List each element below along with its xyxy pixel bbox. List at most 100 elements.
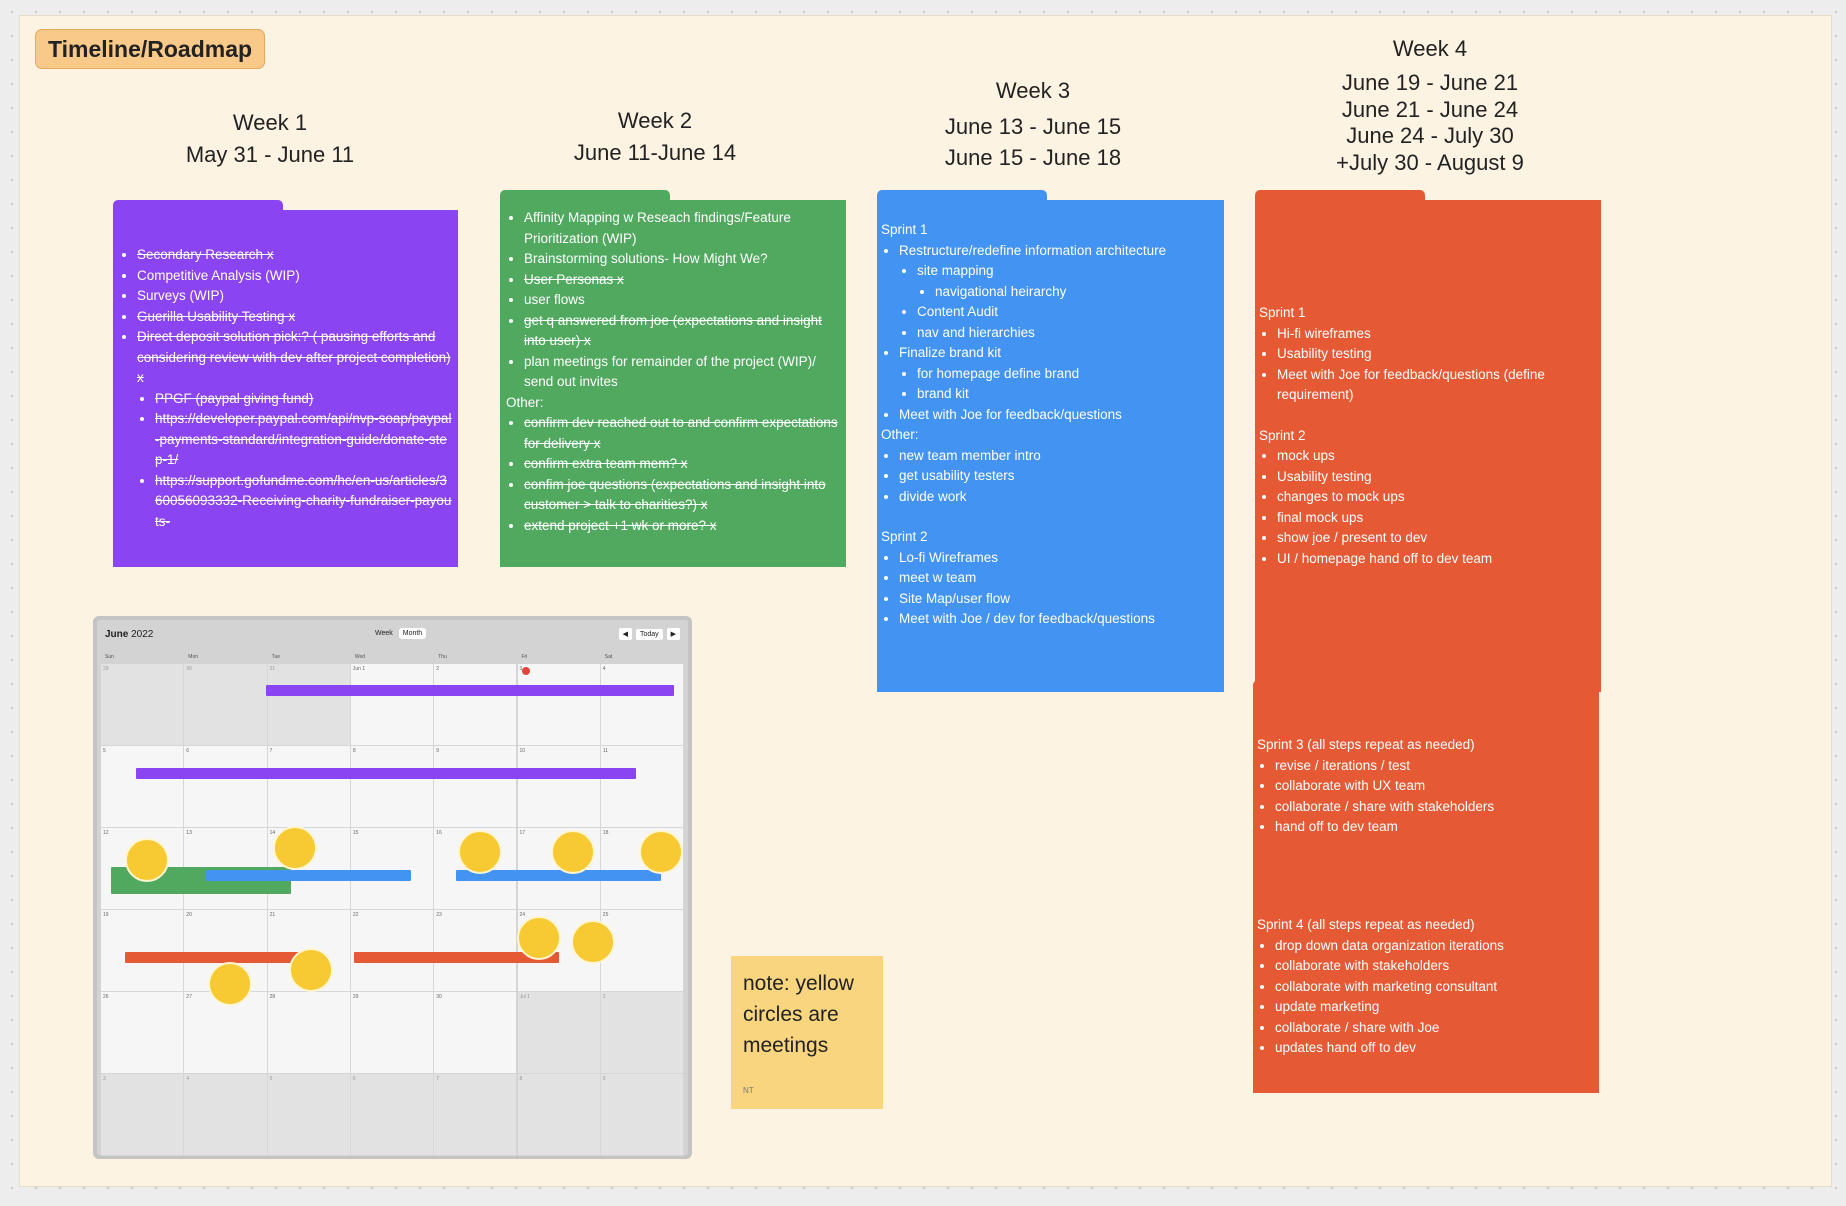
task-item: collaborate with UX team [1275,776,1595,797]
week-dates: June 13 - June 15 [944,114,1122,140]
next-arrow-icon[interactable]: ▶ [666,628,680,640]
calendar-event-bar[interactable] [136,768,636,779]
meeting-circle[interactable] [571,920,615,964]
task-item: Surveys (WIP) [137,286,452,307]
calendar-day-cell[interactable]: 10 [517,746,601,828]
task-item: Site Map/user flow [899,589,1220,610]
task-link[interactable]: https://developer.paypal.com/api/nvp-soa… [155,409,452,471]
meeting-circle[interactable] [125,838,169,882]
calendar-day-cell[interactable]: 29 [101,664,185,746]
task-item: Affinity Mapping w Reseach findings/Feat… [524,208,840,249]
calendar-event-bar[interactable] [354,952,559,963]
task-item: confim joe questions (expectations and i… [524,475,840,516]
calendar-day-cell[interactable]: 30 [184,664,268,746]
board-title[interactable]: Timeline/Roadmap [35,29,266,69]
task-text: Finalize brand kit [899,345,1002,360]
calendar-day-cell[interactable]: Jun 1 [350,664,435,746]
sprint-list: Hi-fi wireframes Usability testing Meet … [1259,324,1597,406]
today-marker-icon [521,667,530,675]
calendar-day-cell[interactable]: 5 [101,746,185,828]
calendar-day-cell[interactable]: 22 [350,910,435,992]
task-subitem: for homepage define brand [917,364,1220,385]
calendar-day-cell[interactable]: 9 [434,746,518,828]
calendar-day-cell[interactable]: 5 [267,1074,351,1156]
today-button[interactable]: Today [635,629,663,640]
meeting-circle[interactable] [273,826,317,870]
calendar-day-cell[interactable]: 25 [600,910,685,992]
calendar-day-cell[interactable]: 8 [517,1074,601,1156]
task-sublist: site mapping navigational heirarchy Cont… [899,261,1220,343]
week-1-task-card[interactable]: Secondary Research x Competitive Analysi… [113,200,458,567]
calendar-day-cell[interactable]: 30 [434,992,518,1074]
task-text: Restructure/redefine information archite… [899,242,1167,258]
task-item: Brainstorming solutions- How Might We? [524,249,840,270]
weekday-label: Thu [438,654,447,660]
calendar-day-cell[interactable]: 8 [350,746,435,828]
meeting-circle[interactable] [639,830,683,874]
calendar-day-cell[interactable]: 2 [434,664,518,746]
calendar-event-bar[interactable] [125,952,305,963]
task-item: Meet with Joe for feedback/questions (de… [1277,365,1597,406]
week-label: Week 3 [995,78,1071,103]
calendar-day-cell[interactable]: 11 [600,746,685,828]
calendar-day-cell[interactable]: 9 [600,1074,685,1156]
sprint-label: Sprint 1 [881,222,928,237]
task-item: divide work [899,487,1220,508]
prev-arrow-icon[interactable]: ◀ [618,628,633,640]
task-subitem: site mapping navigational heirarchy [917,261,1220,302]
calendar-day-cell[interactable]: 3 [101,1074,185,1156]
task-item: get usability testers [899,466,1220,487]
calendar-event-bar[interactable] [206,870,411,881]
calendar-day-cell[interactable]: 31 [267,664,351,746]
calendar-day-cell[interactable]: 2 [600,992,685,1074]
calendar-day-cell[interactable]: 3 [517,664,601,746]
meeting-circle[interactable] [289,948,333,992]
sticky-note[interactable]: note: yellow circles are meetings NT [731,956,883,1109]
canvas-board: Timeline/Roadmap Week 1 May 31 - June 11… [19,15,1832,1187]
task-item: Lo-fi Wireframes [899,548,1220,569]
other-list: new team member intro get usability test… [881,446,1220,508]
meeting-circle[interactable] [517,916,561,960]
view-week-button[interactable]: Week [375,630,393,637]
view-month-button[interactable]: Month [398,628,427,639]
task-item: Restructure/redefine information archite… [899,241,1220,344]
calendar-event-bar[interactable] [266,685,674,696]
weekday-label: Mon [188,654,199,660]
calendar-day-cell[interactable]: 19 [101,910,185,992]
calendar-day-cell[interactable]: 4 [600,664,685,746]
week-label: Week 1 [232,110,308,135]
sticky-note-text: note: yellow circles are meetings [743,972,854,1057]
calendar-day-cell[interactable]: 7 [267,746,351,828]
week-3-task-card[interactable]: Sprint 1 Restructure/redefine informatio… [877,190,1224,692]
task-item: update marketing [1275,997,1595,1018]
calendar-day-cell[interactable]: 29 [350,992,435,1074]
calendar-day-cell[interactable]: 28 [267,992,351,1074]
meeting-circle[interactable] [208,962,252,1006]
calendar-day-cell[interactable]: 26 [101,992,185,1074]
calendar-day-cell[interactable]: 23 [434,910,518,992]
task-sublist: PPGF (paypal giving fund) https://develo… [137,389,452,533]
weekday-label: Fri [521,654,528,660]
calendar-day-cell[interactable]: 15 [350,828,435,910]
calendar-day-cell[interactable]: 4 [184,1074,268,1156]
calendar-nav: ◀ Today ▶ [617,628,680,640]
sprint-list: drop down data organization iterations c… [1257,936,1595,1059]
sprint-4-card[interactable]: Sprint 4 (all steps repeat as needed) dr… [1253,881,1599,1093]
week-4-task-card[interactable]: Sprint 1 Hi-fi wireframes Usability test… [1255,190,1601,692]
calendar-day-cell[interactable]: 7 [434,1074,518,1156]
calendar-day-cell[interactable]: 6 [184,746,268,828]
calendar-day-cell[interactable]: 6 [350,1074,435,1156]
task-subitem: Content Audit [917,302,1220,323]
task-link[interactable]: https://support.gofundme.com/hc/en-us/ar… [155,471,452,533]
sprint-3-card[interactable]: Sprint 3 (all steps repeat as needed) re… [1253,680,1599,892]
meeting-circle[interactable] [551,830,595,874]
week-4-heading: Week 4 June 19 - June 21 June 21 - June … [1300,36,1560,176]
sprint-label: Sprint 2 [1259,427,1306,443]
meeting-circle[interactable] [458,830,502,874]
calendar-day-cell[interactable]: Jul 1 [517,992,601,1074]
calendar-event-bar[interactable] [456,870,661,881]
task-item: Usability testing [1277,467,1597,488]
week-2-task-card[interactable]: Affinity Mapping w Reseach findings/Feat… [500,190,846,567]
